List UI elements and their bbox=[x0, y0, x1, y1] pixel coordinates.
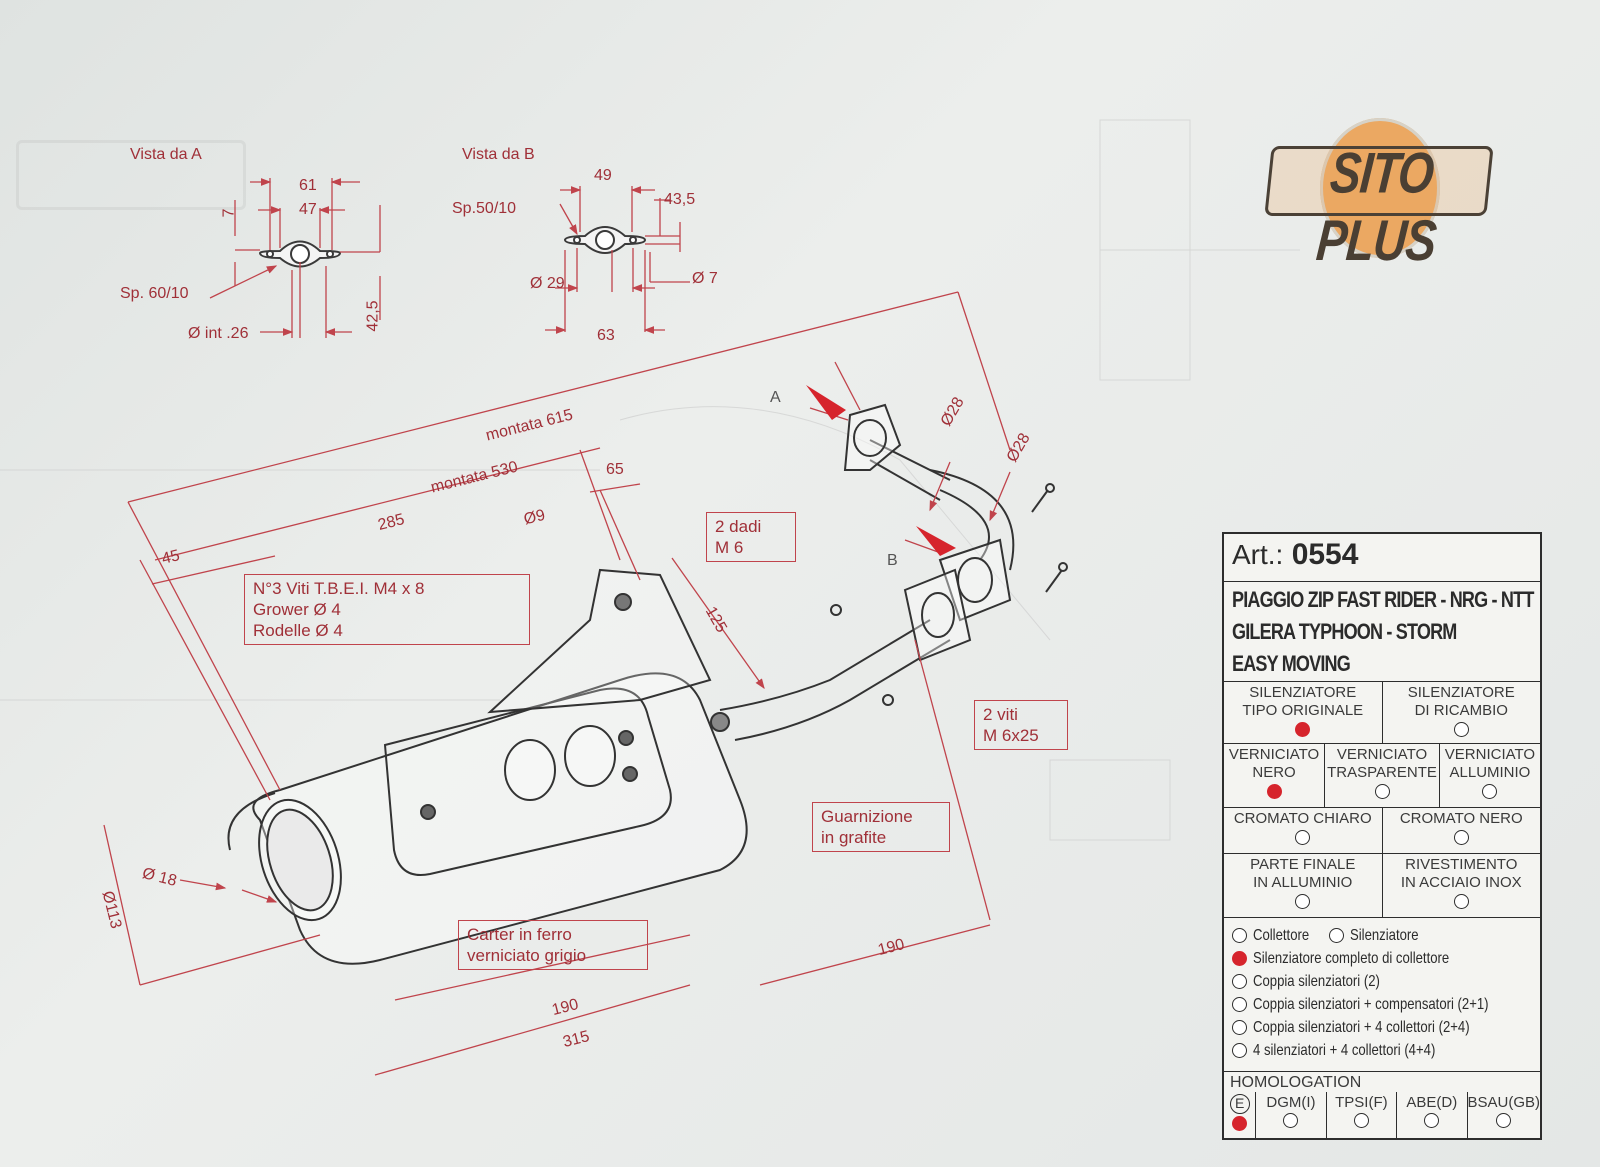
gasket-note: Guarnizione in grafite bbox=[812, 802, 950, 852]
dim-7: 7 bbox=[220, 208, 238, 218]
bolts-note: 2 viti M 6x25 bbox=[974, 700, 1068, 750]
homologation-title: HOMOLOGATION bbox=[1230, 1074, 1362, 1091]
option-pair-collectors[interactable]: Coppia silenziatori + 4 collettori (2+4) bbox=[1232, 1016, 1532, 1039]
dimension-lines bbox=[103, 291, 1011, 1076]
radio-selected-icon[interactable] bbox=[1232, 1116, 1248, 1131]
radio-empty-icon[interactable] bbox=[1232, 1020, 1247, 1035]
dim-47: 47 bbox=[299, 201, 317, 218]
dim-43-5: 43,5 bbox=[664, 191, 696, 208]
dim-63: 63 bbox=[597, 327, 615, 344]
dim-inner-diameter: Ø int .26 bbox=[188, 325, 249, 342]
radio-empty-icon[interactable] bbox=[1482, 784, 1498, 799]
finish-row: VERNICIATO NERO VERNICIATO TRASPARENTE V… bbox=[1224, 744, 1540, 808]
radio-empty-icon[interactable] bbox=[1453, 722, 1469, 737]
option-complete[interactable]: Silenziatore completo di collettore bbox=[1232, 947, 1532, 970]
option-black-chrome[interactable]: CROMATO NERO bbox=[1383, 808, 1541, 853]
option-four[interactable]: 4 silenziatori + 4 collettori (4+4) bbox=[1232, 1039, 1532, 1062]
screws-note: N°3 Viti T.B.E.I. M4 x 8 Grower Ø 4 Rode… bbox=[244, 574, 530, 645]
faded-background-stamp bbox=[16, 140, 246, 210]
carter-note: Carter in ferro verniciato grigio bbox=[458, 920, 648, 970]
option-black-paint[interactable]: VERNICIATO NERO bbox=[1224, 744, 1326, 807]
model-line: PIAGGIO ZIP FAST RIDER - NRG - NTT bbox=[1232, 587, 1534, 612]
option-stainless-cover[interactable]: RIVESTIMENTO IN ACCIAIO INOX bbox=[1383, 854, 1541, 917]
product-spec-card: Art.: 0554 PIAGGIO ZIP FAST RIDER - NRG … bbox=[1222, 532, 1542, 1140]
logo-sun-shape bbox=[1320, 118, 1440, 258]
homologation-bsau[interactable]: BSAU(GB) bbox=[1468, 1092, 1540, 1138]
radio-selected-icon[interactable] bbox=[1266, 784, 1282, 799]
radio-empty-icon[interactable] bbox=[1329, 928, 1345, 943]
article-header: Art.: 0554 bbox=[1224, 534, 1540, 582]
option-collettore-silenziatore: Collettore Silenziatore bbox=[1232, 924, 1532, 947]
option-aluminium-end[interactable]: PARTE FINALE IN ALLUMINIO bbox=[1224, 854, 1383, 917]
article-prefix: Art.: bbox=[1232, 539, 1284, 570]
homologation-abe[interactable]: ABE(D) bbox=[1397, 1092, 1468, 1138]
radio-empty-icon[interactable] bbox=[1295, 830, 1311, 845]
option-pair-compensators[interactable]: Coppia silenziatori + compensatori (2+1) bbox=[1232, 993, 1532, 1016]
homologation-tpsi[interactable]: TPSI(F) bbox=[1327, 1092, 1398, 1138]
dim-diameter-29: Ø 29 bbox=[530, 275, 565, 292]
compatible-models: PIAGGIO ZIP FAST RIDER - NRG - NTT GILER… bbox=[1224, 582, 1540, 682]
dim-65: 65 bbox=[606, 461, 624, 478]
arrow-b-icon bbox=[916, 526, 956, 556]
dim-hole-7: Ø 7 bbox=[692, 270, 718, 287]
nuts-note: 2 dadi M 6 bbox=[706, 512, 796, 562]
option-aluminium-paint[interactable]: VERNICIATO ALLUMINIO bbox=[1440, 744, 1540, 807]
article-number: 0554 bbox=[1291, 538, 1359, 571]
view-b-flange bbox=[563, 226, 647, 254]
arrow-a-icon bbox=[806, 385, 846, 420]
parts-row: PARTE FINALE IN ALLUMINIO RIVESTIMENTO I… bbox=[1224, 854, 1540, 918]
radio-empty-icon[interactable] bbox=[1424, 1113, 1440, 1128]
radio-empty-icon[interactable] bbox=[1453, 830, 1469, 845]
exhaust-pipe bbox=[719, 403, 1068, 741]
logo-text: SITO PLUS bbox=[1314, 139, 1439, 273]
radio-empty-icon[interactable] bbox=[1232, 997, 1247, 1012]
radio-empty-icon[interactable] bbox=[1283, 1113, 1299, 1128]
configuration-options: Collettore Silenziatore Silenziatore com… bbox=[1224, 918, 1540, 1072]
dim-61: 61 bbox=[299, 177, 317, 194]
radio-empty-icon[interactable] bbox=[1232, 1043, 1247, 1058]
view-a-flange bbox=[258, 240, 342, 268]
option-original[interactable]: SILENZIATORE TIPO ORIGINALE bbox=[1224, 682, 1383, 743]
dim-42-5: 42,5 bbox=[364, 300, 382, 332]
muffler-body bbox=[227, 568, 748, 965]
radio-empty-icon[interactable] bbox=[1353, 1113, 1369, 1128]
radio-empty-icon[interactable] bbox=[1453, 894, 1469, 909]
radio-empty-icon[interactable] bbox=[1374, 784, 1390, 799]
silencer-type-row: SILENZIATORE TIPO ORIGINALE SILENZIATORE… bbox=[1224, 682, 1540, 744]
radio-selected-icon[interactable] bbox=[1295, 722, 1311, 737]
view-b-title: Vista da B bbox=[462, 146, 535, 163]
option-pair[interactable]: Coppia silenziatori (2) bbox=[1232, 970, 1532, 993]
model-line: EASY MOVING bbox=[1232, 651, 1351, 676]
option-transparent-paint[interactable]: VERNICIATO TRASPARENTE bbox=[1325, 744, 1440, 807]
radio-empty-icon[interactable] bbox=[1496, 1113, 1512, 1128]
radio-empty-icon[interactable] bbox=[1295, 894, 1311, 909]
sito-plus-logo: SITO PLUS bbox=[1264, 118, 1494, 272]
label-b: B bbox=[887, 552, 898, 569]
e-mark-icon: E bbox=[1229, 1094, 1250, 1114]
model-line: GILERA TYPHOON - STORM bbox=[1232, 619, 1457, 644]
option-replacement[interactable]: SILENZIATORE DI RICAMBIO bbox=[1383, 682, 1541, 743]
label-a: A bbox=[770, 389, 781, 406]
radio-empty-icon[interactable] bbox=[1232, 928, 1247, 943]
option-light-chrome[interactable]: CROMATO CHIARO bbox=[1224, 808, 1383, 853]
dim-49: 49 bbox=[594, 167, 612, 184]
radio-selected-icon[interactable] bbox=[1232, 951, 1247, 966]
dim-thickness-b: Sp.50/10 bbox=[452, 200, 517, 217]
dim-thickness-a: Sp. 60/10 bbox=[120, 285, 189, 302]
radio-empty-icon[interactable] bbox=[1232, 974, 1247, 989]
view-a-title: Vista da A bbox=[130, 146, 202, 163]
homologation-row: E DGM(I) TPSI(F) ABE(D) BSAU(GB) bbox=[1224, 1092, 1540, 1138]
chrome-row: CROMATO CHIARO CROMATO NERO bbox=[1224, 808, 1540, 854]
homologation-dgm[interactable]: DGM(I) bbox=[1256, 1092, 1327, 1138]
homologation-e[interactable]: E bbox=[1224, 1092, 1257, 1138]
